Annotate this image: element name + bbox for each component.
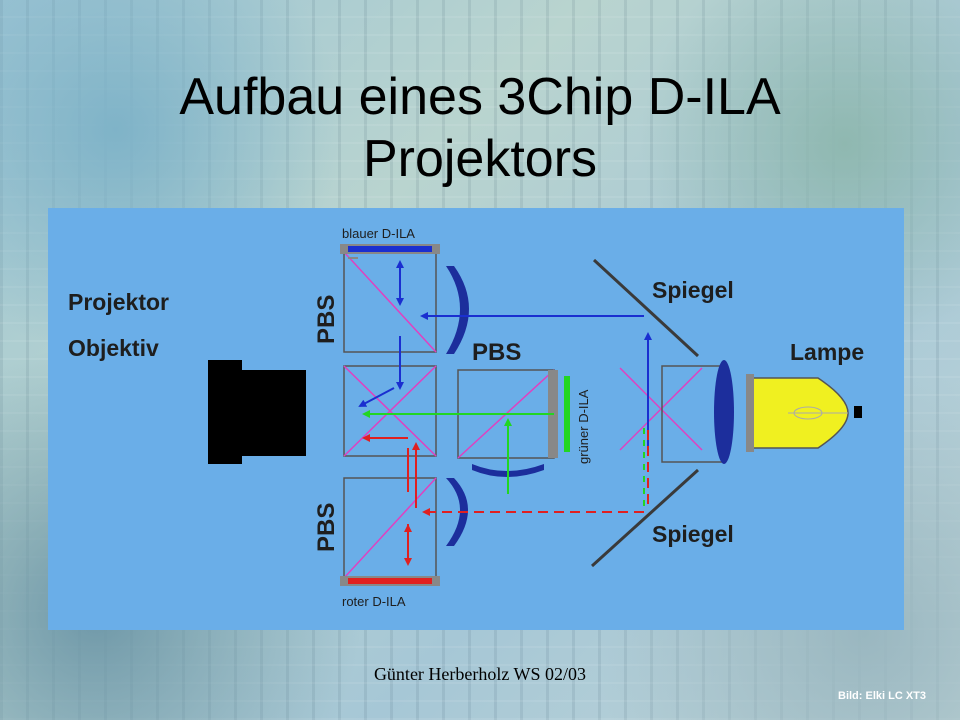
label-pbs-top: PBS [313,295,340,344]
slide-title: Aufbau eines 3Chip D-ILA Projektors [0,66,960,190]
label-pbs-bottom: PBS [313,503,340,552]
green-light-paths [362,410,645,506]
mirrors [590,258,700,568]
lamp [746,374,862,452]
blue-light-paths [358,260,652,448]
image-credit: Bild: Elki LC XT3 [838,690,927,702]
projector-diagram: Projektor Objektiv blauer D-ILA roter D-… [48,208,904,630]
red-light-paths [362,430,649,566]
dichroic-lenses [446,266,544,546]
pbs-top-prism [343,251,437,353]
pbs-bottom-prism [343,477,437,579]
title-line-2: Projektors [362,130,598,188]
combining-cube [343,365,437,457]
label-objektiv-2: Objektiv [68,335,159,361]
objective-lens [208,360,306,464]
condenser-assembly [661,360,734,464]
dichroic-x-filter [619,367,703,451]
label-blue-dila: blauer D-ILA [342,226,415,241]
slide-footer: Günter Herberholz WS 02/03 [373,664,587,684]
label-spiegel-bottom: Spiegel [652,521,734,547]
blue-dila-chip [340,244,440,254]
label-pbs-middle: PBS [472,339,521,366]
label-objektiv-1: Projektor [68,289,169,315]
label-green-dila: grüner D-ILA [576,389,591,464]
diagram-svg: Projektor Objektiv blauer D-ILA roter D-… [68,226,864,609]
label-red-dila: roter D-ILA [342,594,406,609]
label-lampe: Lampe [790,339,864,365]
title-line-1: Aufbau eines 3Chip D-ILA [179,68,781,126]
red-dila-chip [340,576,440,586]
green-dila-chip [564,376,570,452]
label-spiegel-top: Spiegel [652,277,734,303]
